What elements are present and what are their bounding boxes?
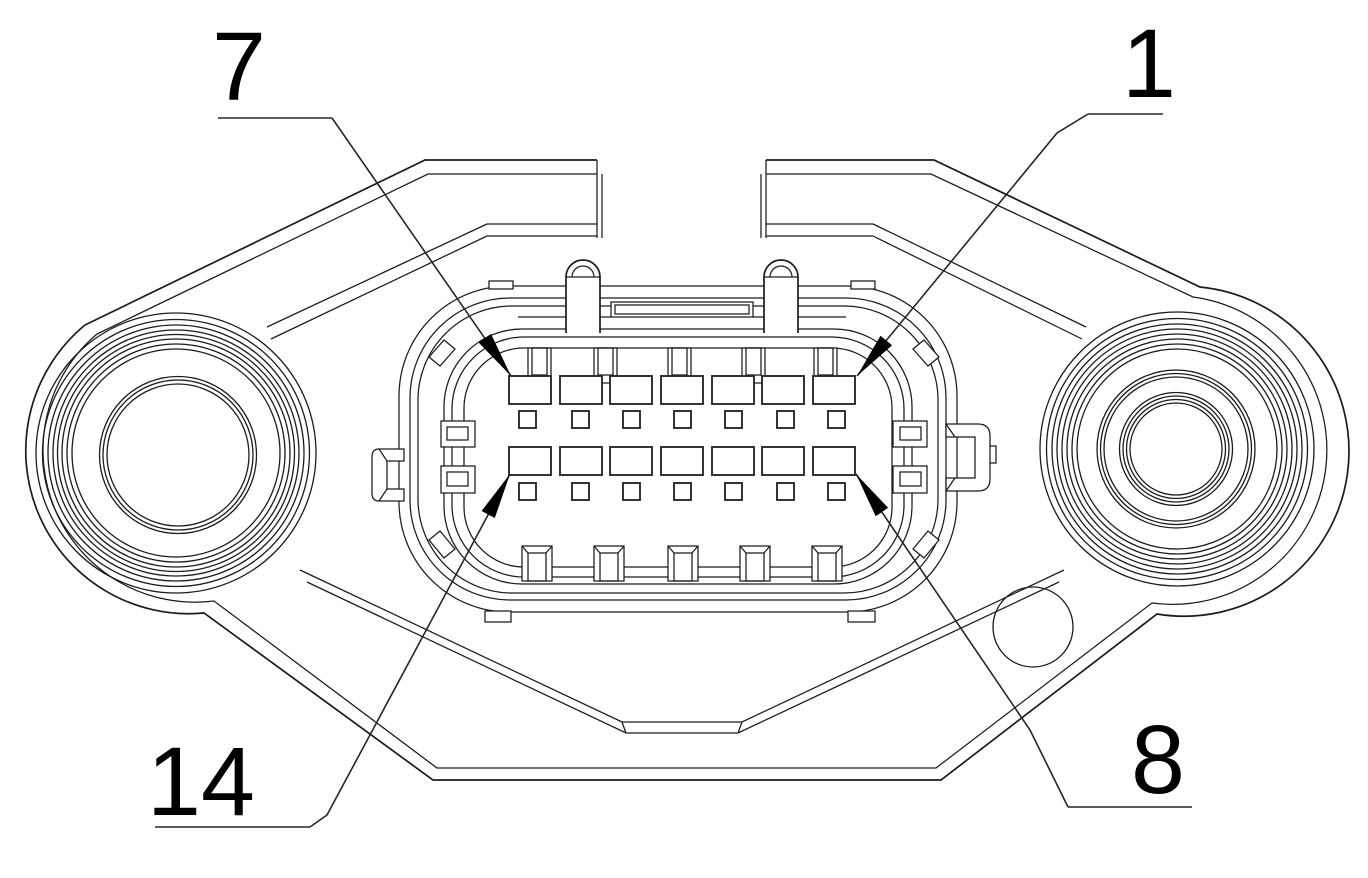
- callout-8: 8: [855, 473, 1192, 814]
- small-cavity: [673, 410, 692, 429]
- rib: [667, 545, 699, 582]
- left-mounting-boss: [35, 312, 317, 594]
- rib: [521, 545, 553, 582]
- callout-8-arrowhead: [856, 474, 889, 517]
- callout-14: 14: [147, 473, 511, 836]
- small-cavity: [571, 410, 590, 429]
- lock-wedge-bottom-left: [428, 530, 456, 559]
- small-cavity: [673, 482, 692, 501]
- rib: [739, 545, 771, 582]
- pin-7: [508, 375, 552, 405]
- shroud-wall-outer: [443, 328, 913, 585]
- callout-14-label: 14: [147, 727, 255, 836]
- bottom-ribs: [521, 545, 843, 582]
- callout-8-label: 8: [1131, 705, 1185, 814]
- callout-7: 7: [212, 12, 512, 377]
- small-cavity: [827, 410, 846, 429]
- alignment-post-left: [565, 259, 601, 333]
- callout-14-arrowhead: [481, 474, 510, 518]
- small-cavity: [827, 482, 846, 501]
- pin-10: [711, 446, 755, 476]
- shroud-seal-band-outer: [409, 297, 947, 601]
- pin-6: [559, 375, 603, 405]
- pin-8: [812, 446, 856, 476]
- right-boss-counterbore: [1096, 369, 1256, 529]
- small-cavity: [776, 482, 795, 501]
- right-boss-bore: [1118, 391, 1234, 507]
- small-cavity: [776, 410, 795, 429]
- bottom-recess-ledge: [299, 569, 1065, 734]
- small-cavity: [622, 482, 641, 501]
- small-cavity: [518, 482, 537, 501]
- small-cavity: [724, 482, 743, 501]
- pin-14: [508, 446, 552, 476]
- small-cavity: [571, 482, 590, 501]
- housing-outline: [24, 159, 1350, 781]
- bottom-key-tab-right: [847, 610, 876, 623]
- pin-1: [812, 375, 856, 405]
- bottom-key-tab-left: [484, 610, 512, 623]
- top-rib-bar: [610, 301, 754, 318]
- top-notch: [596, 160, 767, 238]
- callout-8-leader: [855, 473, 1069, 808]
- lock-wedge-bottom-right: [912, 530, 940, 559]
- rib: [741, 347, 766, 384]
- callout-7-arrowhead: [478, 333, 511, 376]
- left-boss-bore: [98, 375, 258, 535]
- top-recess-ledge: [266, 223, 1087, 340]
- pin-13: [559, 446, 603, 476]
- right-mounting-boss: [1039, 311, 1315, 587]
- pin-4: [660, 375, 704, 405]
- callout-7-leader: [331, 117, 512, 377]
- callout-14-leader: [309, 473, 511, 828]
- callout-1-leader: [856, 113, 1089, 377]
- small-cavity: [622, 410, 641, 429]
- drain-hole: [992, 586, 1074, 668]
- top-ribs: [527, 347, 838, 384]
- rib: [811, 545, 843, 582]
- lock-wedge-top-right: [912, 339, 940, 367]
- callout-1: 1: [856, 9, 1176, 377]
- housing-outer-edge: [24, 159, 1350, 781]
- pin-3: [711, 375, 755, 405]
- lock-wedge-top-left: [428, 339, 456, 367]
- alignment-post-right: [763, 259, 799, 333]
- connector-shroud: [371, 259, 997, 623]
- top-key-tab-right: [850, 280, 876, 290]
- right-polarizing-keys: [892, 420, 928, 494]
- pin-9: [761, 446, 805, 476]
- pin-11: [660, 446, 704, 476]
- small-cavity: [518, 410, 537, 429]
- pin-5: [609, 375, 653, 405]
- pin-12: [609, 446, 653, 476]
- housing-inner-edge: [42, 173, 1328, 769]
- left-retainer-clip: [371, 448, 405, 502]
- rib: [593, 545, 625, 582]
- pin-field: [508, 375, 856, 501]
- callout-1-label: 1: [1122, 9, 1176, 118]
- rib: [593, 347, 618, 384]
- left-polarizing-keys: [440, 420, 476, 494]
- right-latch-clip: [945, 423, 997, 492]
- callout-7-label: 7: [212, 12, 266, 121]
- callout-1-arrowhead: [857, 335, 893, 376]
- pin-2: [761, 375, 805, 405]
- top-key-tab-left: [488, 280, 514, 290]
- small-cavity: [724, 410, 743, 429]
